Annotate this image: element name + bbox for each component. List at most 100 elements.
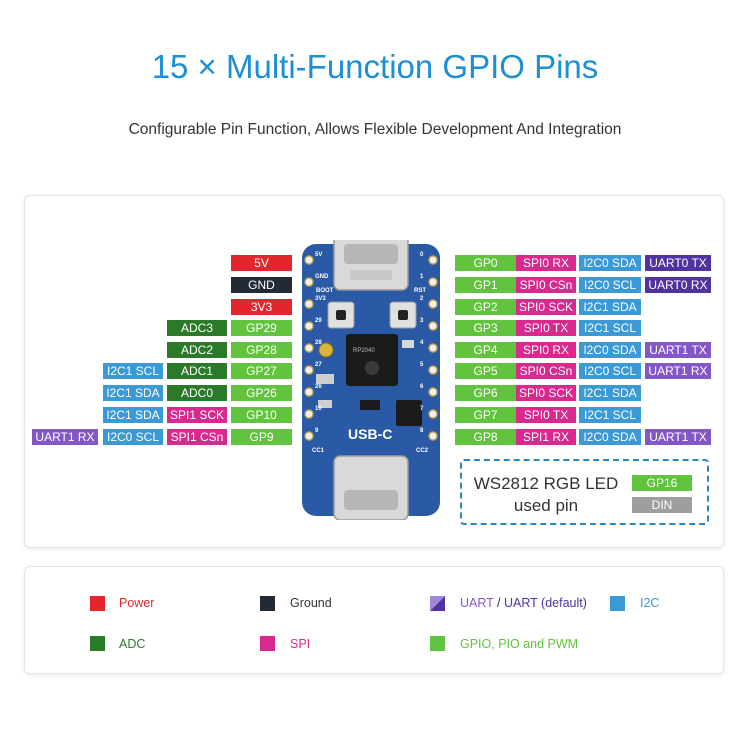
legend-label-power: Power (119, 596, 155, 610)
left-pin-label: GP28 (231, 342, 292, 358)
left-pin-label: GP27 (231, 363, 292, 379)
led-gpio-tag: GP16 (632, 475, 692, 491)
silk-right-label: 1 (420, 274, 424, 280)
silk-left-label: 3V3 (315, 296, 326, 302)
right-pin-label: UART0 RX (645, 277, 711, 293)
right-pin-label: GP2 (455, 299, 516, 315)
left-pin-label: UART1 RX (32, 429, 98, 445)
legend-label-adc: ADC (119, 637, 146, 651)
right-pin-label: GP1 (455, 277, 516, 293)
left-pin-label: GP26 (231, 385, 292, 401)
chip-label: RP2040 (353, 348, 375, 354)
board-illustration: USB-C RP2040 5V GND 3V3 29 28 27 26 10 9 0 1 2 3 4 5 6… (298, 229, 444, 521)
left-pin-label: 5V (231, 255, 292, 271)
left-pin-label: GND (231, 277, 292, 293)
silk-right-label: 3 (420, 318, 424, 324)
legend-swatch-adc (90, 636, 105, 651)
right-pin-label: I2C1 SCL (579, 320, 641, 336)
left-pin-label: GP29 (231, 320, 292, 336)
usb-connector-bottom (333, 455, 409, 521)
page-subtitle: Configurable Pin Function, Allows Flexib… (128, 121, 622, 138)
legend-swatch-gpio (430, 636, 445, 651)
silk-right-label: 2 (420, 296, 424, 302)
left-pin-label: ADC3 (167, 320, 227, 336)
legend-label-gpio: GPIO, PIO and PWM (460, 637, 579, 651)
left-pin-label: 3V3 (231, 299, 292, 315)
boot-silk: BOOT (316, 288, 334, 294)
right-pin-label: GP3 (455, 320, 516, 336)
left-pin-label: I2C1 SCL (103, 363, 163, 379)
left-pin-label: GP9 (231, 429, 292, 445)
right-pin-label: GP5 (455, 363, 516, 379)
right-pin-label: SPI0 SCK (516, 385, 576, 401)
right-pin-label: GP4 (455, 342, 516, 358)
legend-swatch-power (90, 596, 105, 611)
legend-uart-default-text: UART (default) (504, 596, 587, 610)
legend-swatch-ground (260, 596, 275, 611)
silk-left-label: 26 (315, 384, 322, 390)
legend-swatch-i2c (610, 596, 625, 611)
silk-left-label: 10 (315, 406, 322, 412)
right-pin-label: SPI0 SCK (516, 299, 576, 315)
right-pin-label: SPI0 CSn (516, 363, 576, 379)
right-pin-label: GP8 (455, 429, 516, 445)
board-svg (302, 229, 440, 521)
cc1-silk: CC1 (312, 448, 325, 454)
right-pin-label: UART1 TX (645, 342, 711, 358)
right-pin-label: I2C1 SCL (579, 407, 641, 423)
legend-uart-sep: / (493, 596, 504, 610)
legend-label-uart: UART / UART (default) (460, 596, 587, 611)
silk-left-label: 29 (315, 318, 322, 324)
silk-left-label: 9 (315, 428, 319, 434)
silk-right-label: 0 (420, 252, 424, 258)
right-pin-label: I2C0 SDA (579, 255, 641, 271)
right-pin-label: GP6 (455, 385, 516, 401)
silk-right-label: 8 (420, 428, 424, 434)
legend-label-spi: SPI (290, 637, 311, 651)
silk-right-label: 6 (420, 384, 424, 390)
legend-label-ground: Ground (290, 596, 332, 610)
silk-left-label: 28 (315, 340, 322, 346)
right-pin-label: SPI0 RX (516, 255, 576, 271)
silk-right-label: 5 (420, 362, 424, 368)
legend-swatch-uart (430, 596, 445, 611)
silk-left-label: 5V (315, 252, 323, 258)
silk-right-label: 4 (420, 340, 424, 346)
led-subtitle: used pin (513, 496, 579, 515)
right-pin-label: UART1 RX (645, 363, 711, 379)
right-pin-label: I2C0 SCL (579, 277, 641, 293)
left-pin-label: I2C1 SDA (103, 407, 163, 423)
cc2-silk: CC2 (416, 448, 429, 454)
right-pin-label: UART0 TX (645, 255, 711, 271)
rst-silk: RST (414, 288, 426, 294)
right-pin-label: I2C0 SDA (579, 429, 641, 445)
legend-label-i2c: I2C (640, 596, 660, 610)
right-pin-label: UART1 TX (645, 429, 711, 445)
right-pin-label: SPI0 CSn (516, 277, 576, 293)
page-title: 15 × Multi-Function GPIO Pins (151, 48, 599, 85)
silk-right-label: 7 (420, 406, 424, 412)
left-pin-label: I2C1 SDA (103, 385, 163, 401)
right-pin-label: SPI1 RX (516, 429, 576, 445)
silk-left-label: 27 (315, 362, 322, 368)
led-info-box: WS2812 RGB LED used pin GP16 DIN (460, 459, 709, 525)
right-pin-label: I2C0 SCL (579, 363, 641, 379)
left-pin-label: SPI1 SCK (167, 407, 227, 423)
right-pin-label: GP0 (455, 255, 516, 271)
right-pin-label: I2C0 SDA (579, 342, 641, 358)
left-pin-label: GP10 (231, 407, 292, 423)
silk-left-label: GND (315, 274, 329, 280)
legend-uart-text: UART (460, 596, 494, 610)
right-pin-label: I2C1 SDA (579, 299, 641, 315)
led-title: WS2812 RGB LED (473, 474, 619, 493)
left-pin-label: ADC1 (167, 363, 227, 379)
legend-swatch-spi (260, 636, 275, 651)
right-pin-label: SPI0 TX (516, 320, 576, 336)
right-pin-label: SPI0 RX (516, 342, 576, 358)
right-pin-label: SPI0 TX (516, 407, 576, 423)
led-din-tag: DIN (632, 497, 692, 513)
legend-card (24, 566, 724, 674)
right-pin-label: I2C1 SDA (579, 385, 641, 401)
right-pin-label: GP7 (455, 407, 516, 423)
usb-silk-label: USB-C (348, 426, 393, 442)
